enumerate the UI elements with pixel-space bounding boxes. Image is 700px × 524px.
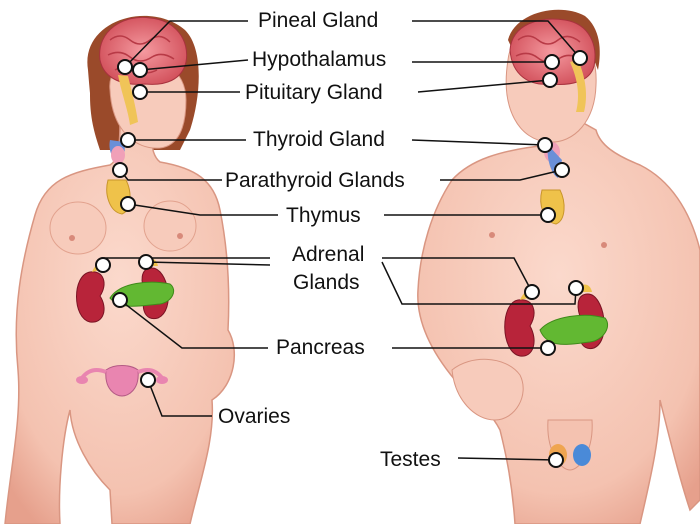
- label-pineal-gland: Pineal Gland: [258, 9, 379, 32]
- marker-female-hypothalamus: [132, 62, 148, 78]
- female-breast-left: [49, 201, 107, 255]
- marker-female-pancreas: [112, 292, 128, 308]
- female-brainstem: [118, 75, 138, 125]
- label-testes: Testes: [380, 448, 441, 471]
- marker-female-adrenal-right: [138, 254, 154, 270]
- marker-male-parathyroid: [554, 162, 570, 178]
- label-pancreas: Pancreas: [276, 336, 365, 359]
- marker-male-pineal: [572, 50, 588, 66]
- marker-female-parathyroid: [112, 162, 128, 178]
- label-thymus: Thymus: [286, 204, 361, 227]
- label-glands: Glands: [293, 271, 360, 294]
- label-thyroid-gland: Thyroid Gland: [253, 128, 385, 151]
- male-body: [417, 108, 700, 524]
- male-pancreas: [539, 314, 609, 345]
- female-breast-right: [143, 200, 197, 252]
- marker-male-pituitary: [542, 72, 558, 88]
- marker-male-adrenal-right: [568, 280, 584, 296]
- male-figure: [417, 9, 700, 524]
- marker-female-ovaries: [140, 372, 156, 388]
- male-testis-right: [573, 444, 591, 466]
- label-adrenal: Adrenal: [292, 243, 365, 266]
- female-uterus: [105, 365, 139, 397]
- marker-male-thyroid: [537, 137, 553, 153]
- marker-female-pineal: [117, 59, 133, 75]
- marker-female-adrenal-left: [95, 257, 111, 273]
- female-kidney-left: [76, 271, 105, 323]
- marker-female-pituitary: [132, 84, 148, 100]
- male-brainstem: [570, 60, 586, 112]
- female-ovary-right: [156, 376, 168, 384]
- marker-male-adrenal-left: [524, 284, 540, 300]
- female-ovary-left: [76, 376, 88, 384]
- label-pituitary-gland: Pituitary Gland: [245, 81, 383, 104]
- marker-male-testes: [548, 452, 564, 468]
- marker-female-thymus: [120, 196, 136, 212]
- label-ovaries: Ovaries: [218, 405, 291, 428]
- marker-female-thyroid: [120, 132, 136, 148]
- marker-male-pancreas: [540, 340, 556, 356]
- male-kidney-left: [504, 299, 535, 357]
- pointer-dots: [95, 50, 588, 468]
- marker-male-hypothalamus: [544, 54, 560, 70]
- label-hypothalamus: Hypothalamus: [252, 48, 387, 71]
- label-parathyroid-glands: Parathyroid Glands: [225, 169, 405, 192]
- marker-male-thymus: [540, 207, 556, 223]
- male-hand: [451, 358, 524, 421]
